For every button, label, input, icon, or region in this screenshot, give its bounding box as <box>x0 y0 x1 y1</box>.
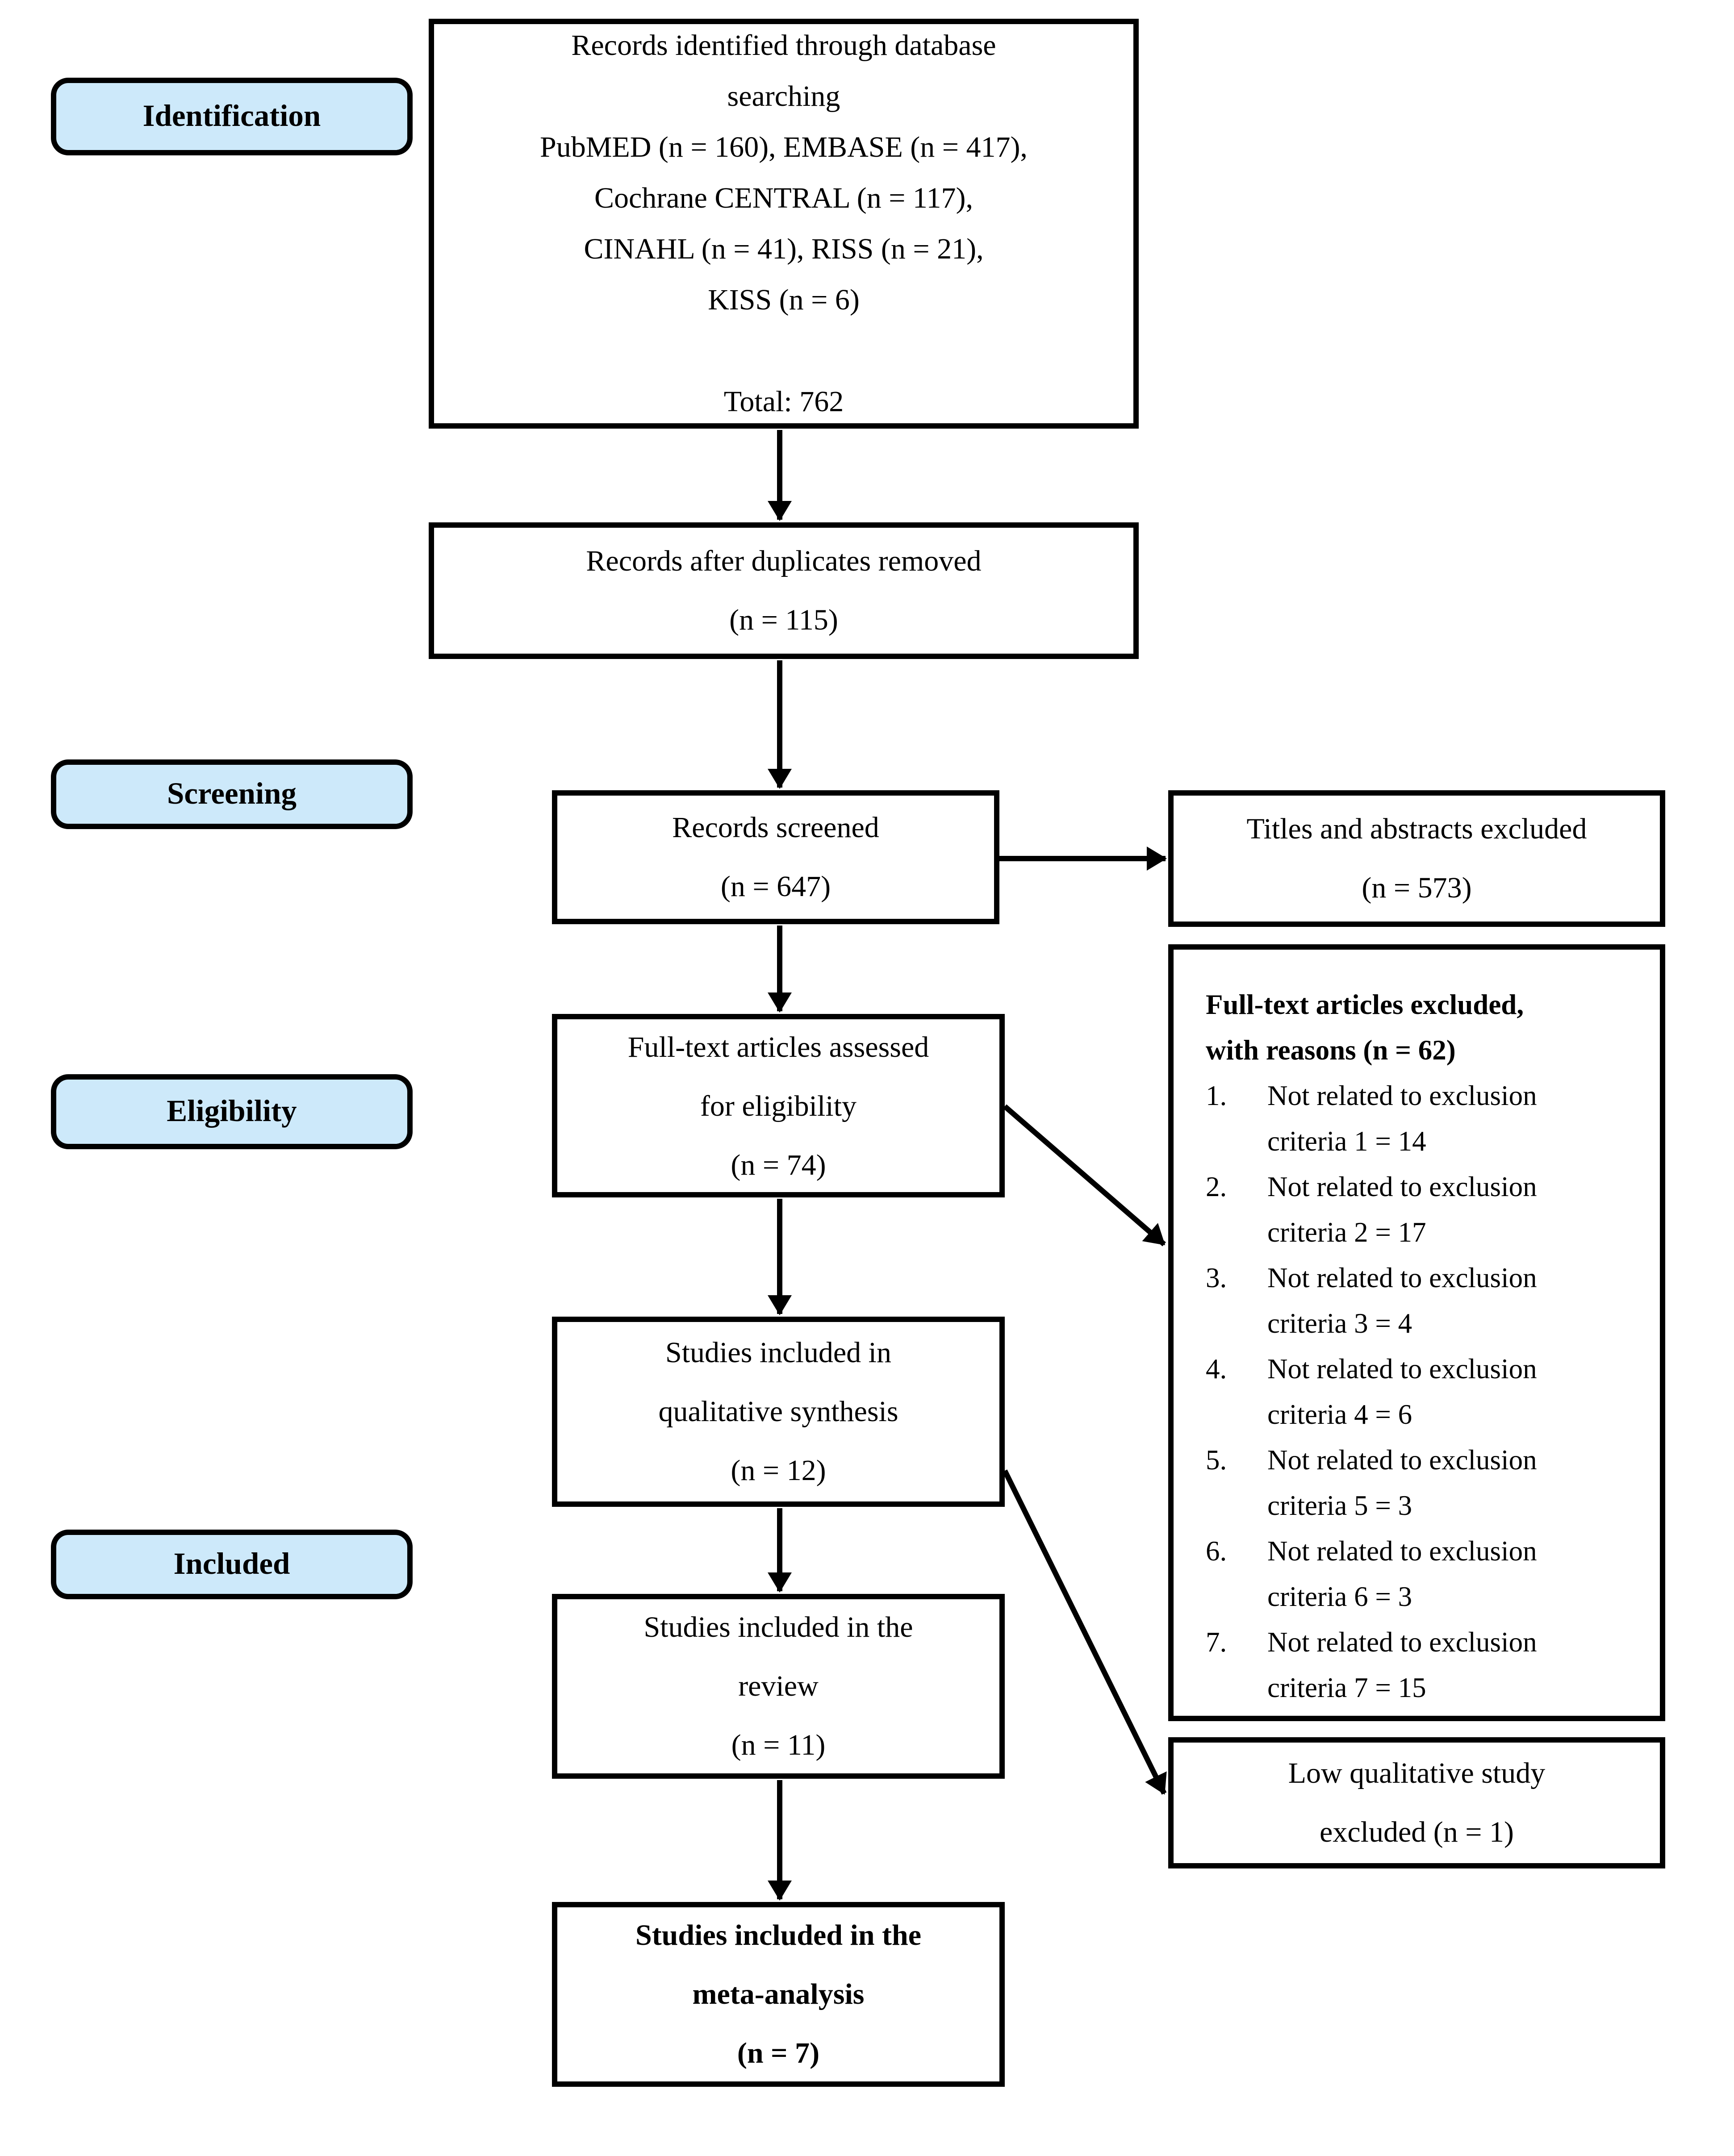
box-text-line: (n = 115) <box>729 603 838 636</box>
box-text-line: searching <box>727 79 840 113</box>
stage-label-text: Included <box>173 1547 290 1581</box>
box-low-qualitative-excluded: Low qualitative study excluded (n = 1) <box>1168 1737 1665 1868</box>
reason-number: 6. <box>1206 1535 1227 1567</box>
reason-number: 2. <box>1206 1171 1227 1203</box>
box-text-line: Cochrane CENTRAL (n = 117), <box>594 181 973 214</box>
box-fulltext-excluded-reasons: Full-text articles excluded, with reason… <box>1168 944 1665 1721</box>
box-text-line: (n = 7) <box>737 2036 820 2069</box>
box-duplicates-removed: Records after duplicates removed (n = 11… <box>429 522 1139 659</box>
box-text-line: Studies included in the <box>643 1610 913 1643</box>
box-text-line: Full-text articles assessed <box>627 1029 929 1063</box>
box-text-line: (n = 647) <box>720 869 831 903</box>
box-records-identified: Records identified through database sear… <box>429 19 1139 429</box>
box-text-line: CINAHL (n = 41), RISS (n = 21), <box>584 232 984 265</box>
box-text-line: Total: 762 <box>723 384 844 418</box>
box-text-line: for eligibility <box>700 1088 857 1122</box>
reason-item: 5. Not related to exclusion criteria 5 =… <box>1206 1437 1644 1528</box>
stage-label-included: Included <box>51 1530 413 1599</box>
stage-label-text: Identification <box>142 99 321 133</box>
box-records-screened: Records screened (n = 647) <box>552 790 999 924</box>
reason-number: 5. <box>1206 1444 1227 1476</box>
box-text-line: (n = 11) <box>731 1728 826 1761</box>
stage-label-screening: Screening <box>51 759 413 829</box>
reason-text: Not related to exclusion criteria 2 = 17 <box>1267 1171 1537 1248</box>
reasons-title-line: with reasons (n = 62) <box>1206 1034 1456 1066</box>
box-text-line: Records identified through database <box>571 28 996 62</box>
reason-text: Not related to exclusion criteria 5 = 3 <box>1267 1444 1537 1522</box>
arrow-fulltext-to-reasons-icon <box>1003 1104 1166 1247</box>
box-text-line: KISS (n = 6) <box>708 283 860 316</box>
box-text-line: PubMED (n = 160), EMBASE (n = 417), <box>540 130 1028 163</box>
box-text-line-spacer <box>434 325 1133 376</box>
box-titles-abstracts-excluded: Titles and abstracts excluded (n = 573) <box>1168 790 1665 927</box>
reason-text: Not related to exclusion criteria 4 = 6 <box>1267 1353 1537 1430</box>
reason-item: 3. Not related to exclusion criteria 3 =… <box>1206 1255 1644 1346</box>
box-qualitative-synthesis: Studies included in qualitative synthesi… <box>552 1317 1005 1507</box>
reason-text: Not related to exclusion criteria 7 = 15 <box>1267 1626 1537 1704</box>
box-text-line: (n = 573) <box>1362 871 1472 904</box>
stage-label-identification: Identification <box>51 78 413 155</box>
box-text-line: qualitative synthesis <box>658 1394 898 1428</box>
reason-item: 6. Not related to exclusion criteria 6 =… <box>1206 1528 1644 1619</box>
stage-label-text: Screening <box>167 777 297 810</box>
arrow-qual-synthesis-to-low-qual-icon <box>1002 1469 1167 1795</box>
box-text-line: Studies included in <box>665 1335 891 1369</box>
reason-text: Not related to exclusion criteria 6 = 3 <box>1267 1535 1537 1613</box>
stage-label-eligibility: Eligibility <box>51 1074 413 1149</box>
reason-item: 4. Not related to exclusion criteria 4 =… <box>1206 1346 1644 1437</box>
box-text-line: Low qualitative study <box>1288 1756 1546 1789</box>
reason-item: 2. Not related to exclusion criteria 2 =… <box>1206 1164 1644 1255</box>
reasons-title-line: Full-text articles excluded, <box>1206 988 1524 1021</box>
stage-label-text: Eligibility <box>167 1094 297 1128</box>
reason-text: Not related to exclusion criteria 3 = 4 <box>1267 1262 1537 1339</box>
box-text-line: (n = 74) <box>731 1147 826 1181</box>
reason-item: 1. Not related to exclusion criteria 1 =… <box>1206 1073 1644 1164</box>
box-included-review: Studies included in the review (n = 11) <box>552 1594 1005 1779</box>
reason-item: 7. Not related to exclusion criteria 7 =… <box>1206 1619 1644 1710</box>
reason-number: 4. <box>1206 1353 1227 1385</box>
box-text-line: (n = 12) <box>731 1453 826 1487</box>
box-text-line: Titles and abstracts excluded <box>1246 812 1587 845</box>
reason-text: Not related to exclusion criteria 1 = 14 <box>1267 1080 1537 1157</box>
box-text-line: Records after duplicates removed <box>586 544 982 577</box>
box-text-line: Records screened <box>672 810 879 844</box>
reason-number: 7. <box>1206 1626 1227 1658</box>
box-included-meta-analysis: Studies included in the meta-analysis (n… <box>552 1902 1005 2087</box>
box-text-line: excluded (n = 1) <box>1320 1815 1514 1848</box>
box-text-line: meta-analysis <box>692 1977 865 2010</box>
reason-number: 1. <box>1206 1080 1227 1112</box>
reason-number: 3. <box>1206 1262 1227 1294</box>
box-text-line: Studies included in the <box>635 1918 922 1952</box>
box-fulltext-assessed: Full-text articles assessed for eligibil… <box>552 1014 1005 1197</box>
box-text-line: review <box>738 1669 819 1702</box>
